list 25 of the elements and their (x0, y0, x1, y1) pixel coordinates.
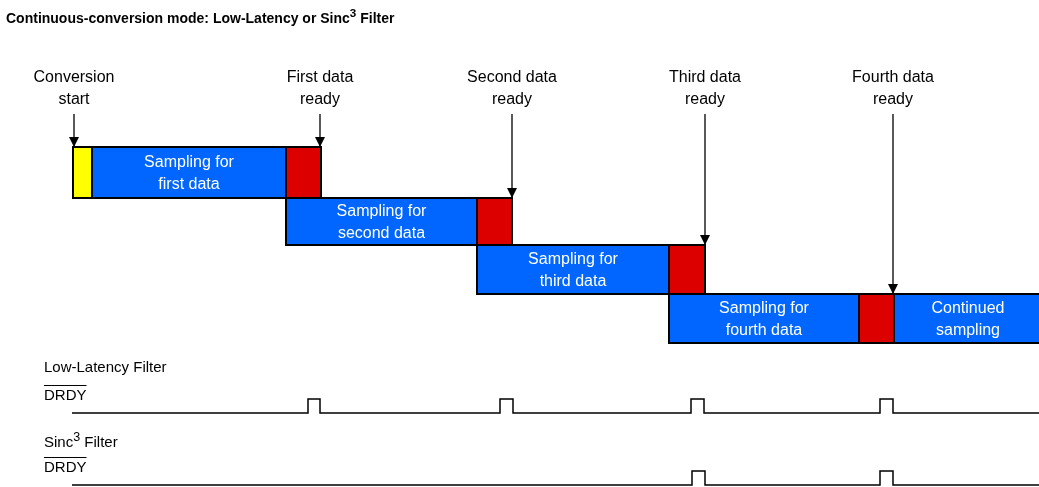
start-block (72, 146, 93, 199)
signal-name: DRDY (44, 386, 87, 403)
data-ready-block (668, 244, 706, 295)
event-label: Second data ready (462, 66, 562, 110)
signal-name: DRDY (44, 458, 87, 475)
sampling-block: Continued sampling (893, 293, 1039, 344)
event-label: Fourth data ready (835, 66, 951, 110)
sampling-block: Sampling for second data (285, 197, 478, 246)
event-label: Conversion start (24, 66, 124, 110)
data-ready-block (285, 146, 322, 199)
event-label: First data ready (270, 66, 370, 110)
arrow (315, 113, 325, 148)
arrow (507, 113, 517, 199)
trace-label: Low-Latency Filter (44, 358, 167, 375)
arrow (888, 113, 898, 295)
arrow (69, 113, 79, 148)
trace-label: Sinc$^{3}$ Filter (44, 430, 118, 450)
arrow (700, 113, 710, 246)
sampling-block: Sampling for third data (476, 244, 670, 295)
sampling-block: Sampling for fourth data (668, 293, 860, 344)
data-ready-block (476, 197, 513, 246)
sampling-block: Sampling for first data (91, 146, 287, 199)
event-label: Third data ready (655, 66, 755, 110)
data-ready-block (858, 293, 895, 344)
diagram-title: Continuous-conversion mode: Low-Latency or Sinc$^{3}$ Filter (6, 6, 395, 26)
